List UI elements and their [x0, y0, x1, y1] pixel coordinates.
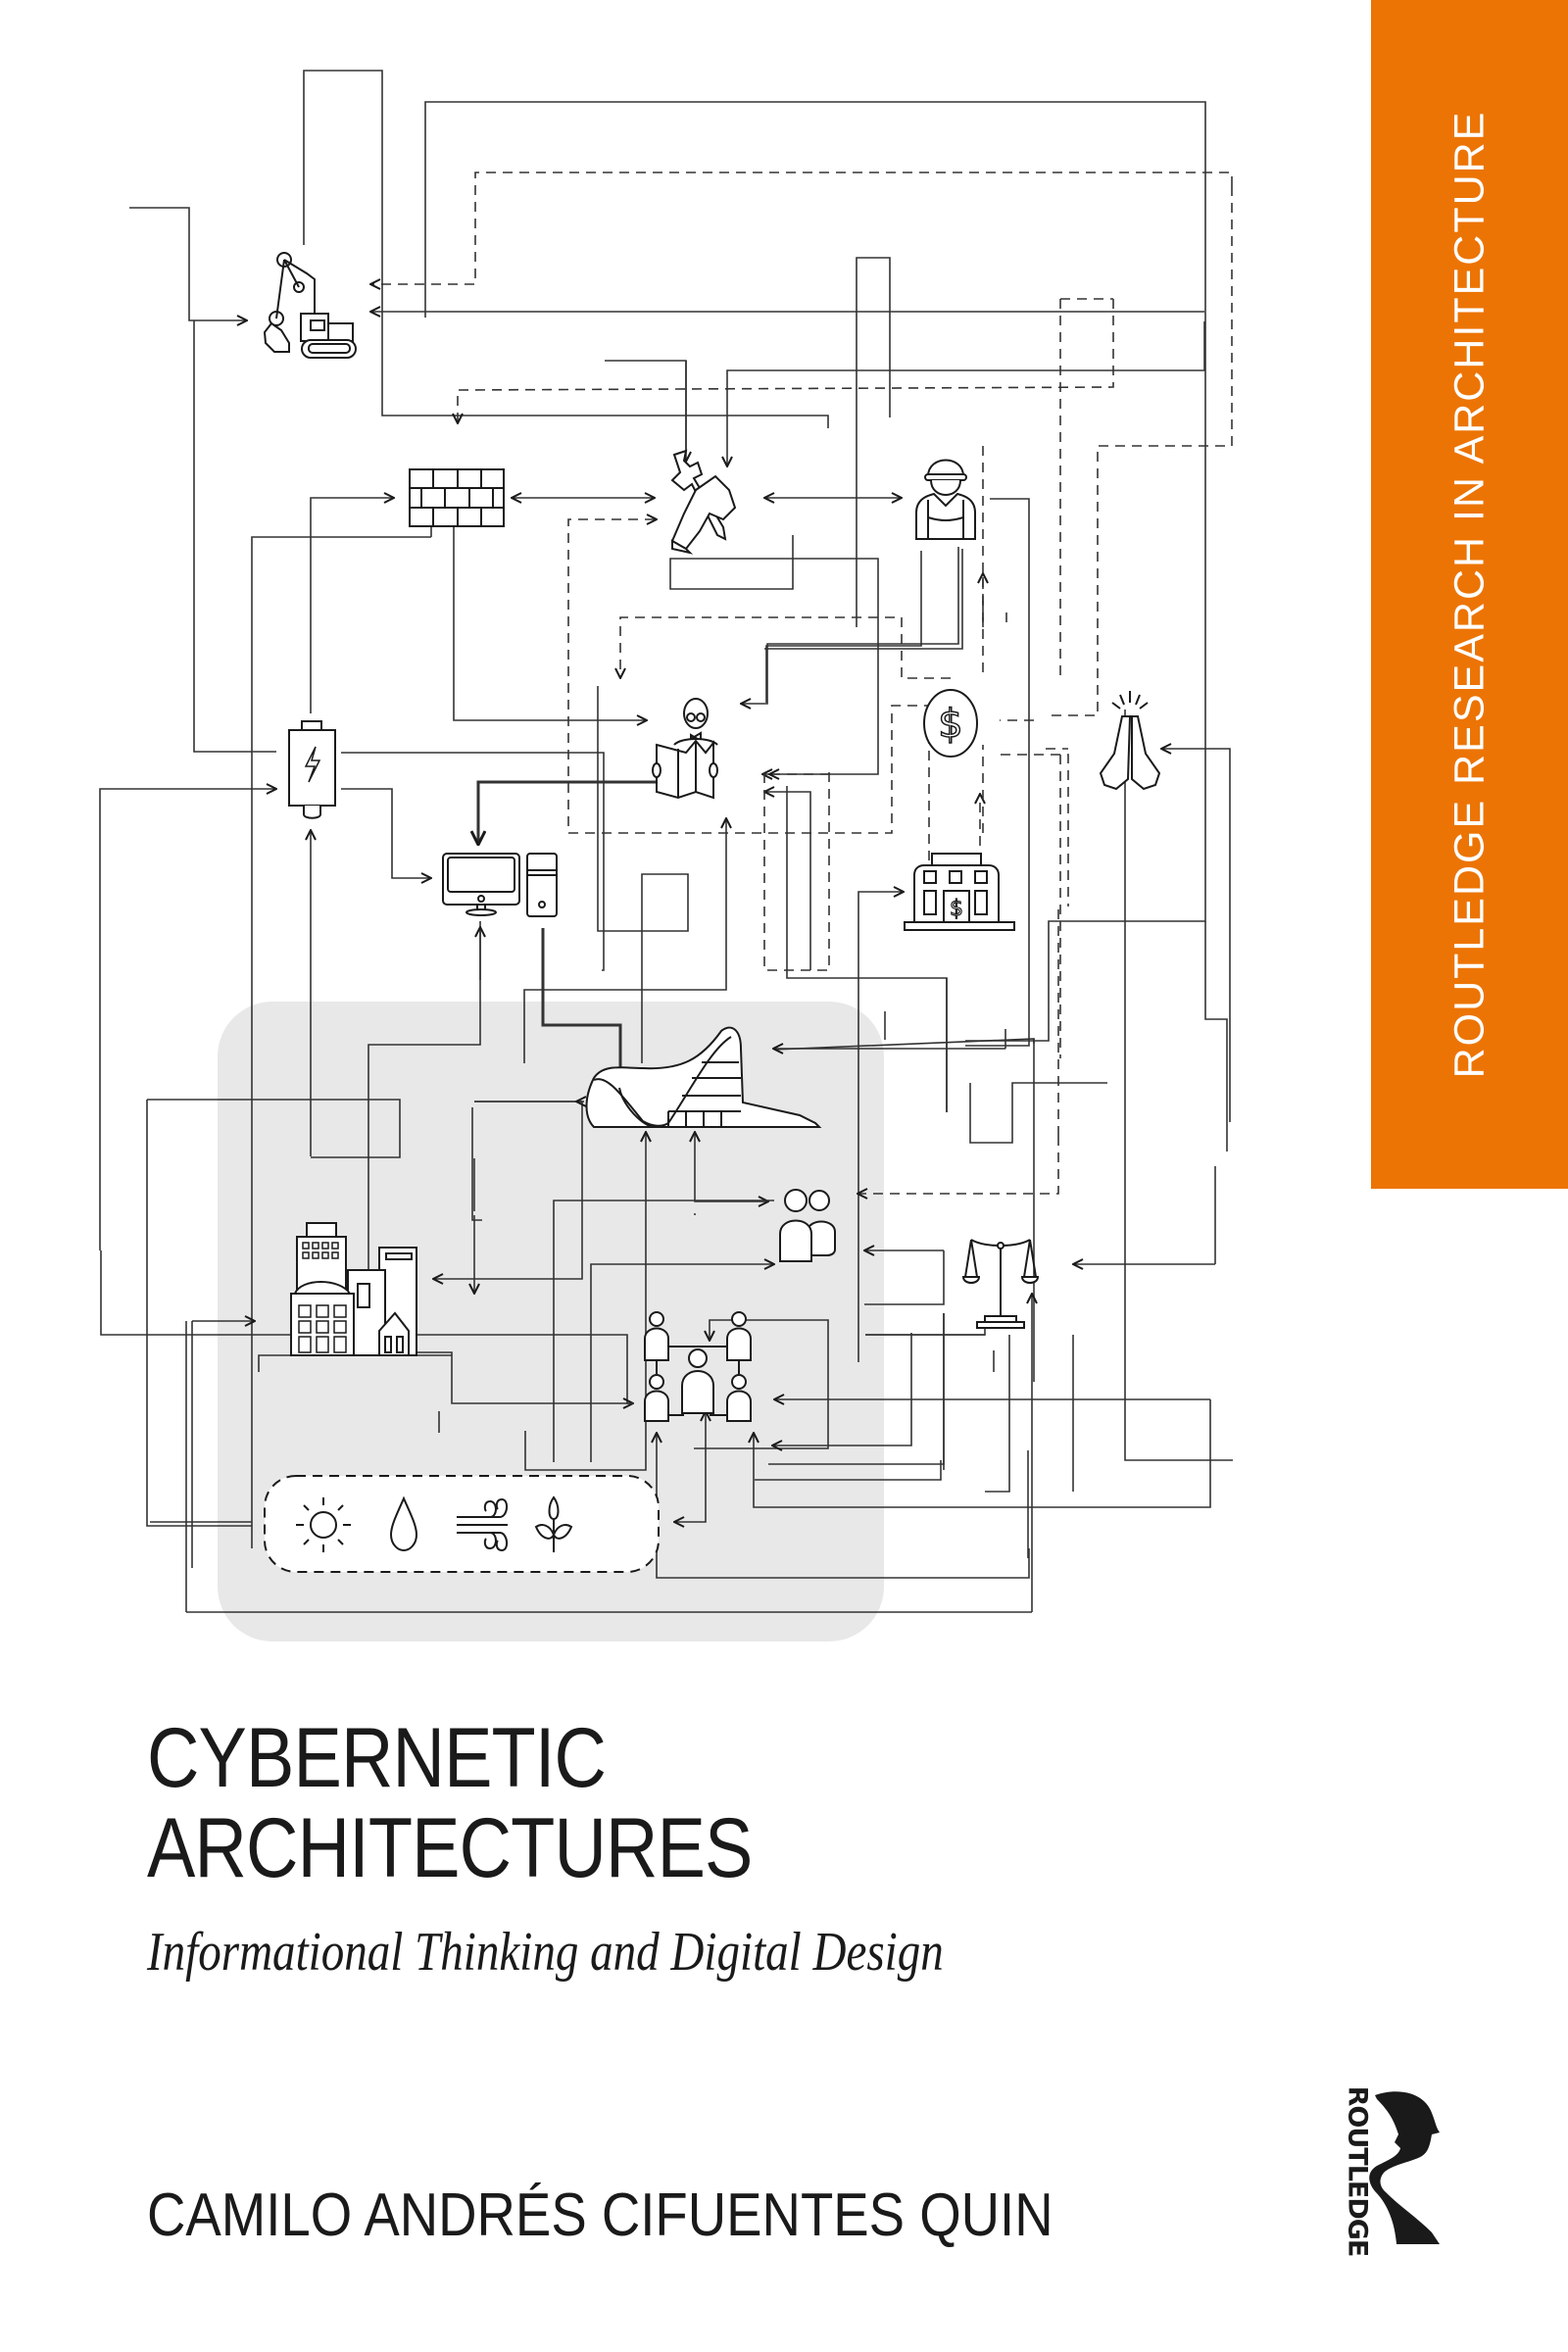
people-network-icon	[644, 1311, 752, 1422]
reader-with-book-icon	[652, 698, 718, 800]
cybernetic-diagram: $ $	[99, 70, 1233, 1642]
plant-icon	[534, 1495, 573, 1552]
two-people-icon	[779, 1189, 836, 1262]
curved-building-icon	[585, 1026, 822, 1128]
sun-icon	[296, 1497, 351, 1552]
svg-text:$: $	[950, 897, 963, 921]
series-label: ROUTLEDGE RESEARCH IN ARCHITECTURE	[1371, 0, 1568, 1189]
battery-energy-icon	[288, 720, 336, 819]
justice-scale-icon	[961, 1239, 1040, 1329]
series-band	[1371, 0, 1568, 1189]
svg-text:$: $	[938, 702, 962, 747]
author-name: CAMILO ANDRÉS CIFUENTES QUIN	[147, 2181, 1054, 2249]
title-line-2: ARCHITECTURES	[147, 1801, 753, 1895]
praying-hands-icon	[1099, 691, 1161, 791]
book-title: CYBERNETIC ARCHITECTURES	[147, 1713, 753, 1893]
series-title: ROUTLEDGE RESEARCH IN ARCHITECTURE	[1446, 110, 1493, 1079]
excavator-icon	[263, 252, 357, 359]
brick-wall-icon	[409, 468, 505, 527]
bank-building-icon: $	[904, 853, 1015, 931]
construction-worker-icon	[915, 459, 976, 540]
wind-icon	[457, 1497, 508, 1552]
city-buildings-icon	[290, 1222, 417, 1356]
environment-group	[264, 1475, 660, 1573]
dollar-coin-icon: $	[923, 689, 978, 758]
routledge-logo-icon	[1369, 2091, 1440, 2244]
book-subtitle: Informational Thinking and Digital Desig…	[147, 1922, 944, 1983]
desktop-computer-icon	[442, 853, 558, 917]
water-drop-icon	[389, 1495, 418, 1552]
title-line-1: CYBERNETIC	[147, 1711, 607, 1805]
wrench-hand-icon	[670, 449, 737, 555]
